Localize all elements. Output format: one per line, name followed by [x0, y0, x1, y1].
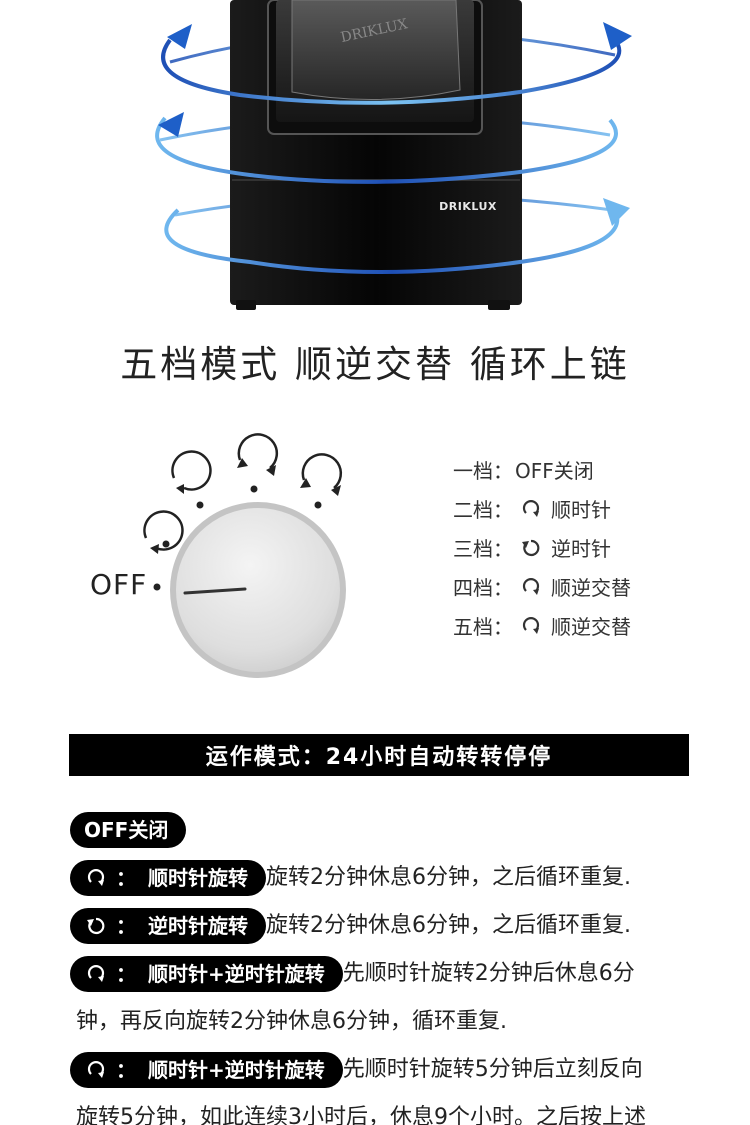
operation-description: 旋转2分钟休息6分钟，之后循环重复.	[266, 865, 631, 890]
mode-row-5: 五档： 顺逆交替	[453, 606, 733, 645]
rotate-icons	[143, 433, 343, 554]
operation-alternate-2: ： 顺时针+逆时针旋转 先顺时针旋转5分钟后立刻反向	[70, 1052, 643, 1088]
mode-dial	[80, 430, 370, 690]
mode-level: 三档：	[453, 537, 513, 561]
dial-off-label: OFF	[90, 568, 148, 601]
operation-counterclockwise: ： 逆时针旋转 旋转2分钟休息6分钟，之后循环重复.	[70, 908, 631, 944]
mode-row-3: 三档： 逆时针	[453, 528, 733, 567]
mode-level: 五档：	[453, 615, 513, 639]
operation-clockwise: ： 顺时针旋转 旋转2分钟休息6分钟，之后循环重复.	[70, 860, 631, 896]
dial-illustration	[143, 433, 346, 678]
dial-knob[interactable]	[176, 508, 340, 672]
mode-row-1: 一档： OFF关闭	[453, 450, 733, 489]
counterclockwise-icon	[84, 916, 108, 936]
clockwise-icon	[517, 616, 545, 636]
pill-label: 顺时针旋转	[148, 866, 248, 890]
pill-label: 顺时针+逆时针旋转	[148, 962, 325, 986]
operation-off: OFF关闭	[70, 812, 187, 848]
pill-label: 逆时针旋转	[148, 914, 248, 938]
front-brand-logo: DRIKLUX	[439, 200, 497, 213]
pill-label: 顺时针+逆时针旋转	[148, 1058, 325, 1082]
operation-description-continued: 旋转5分钟，如此连续3小时后，休息9个小时。之后按上述	[76, 1105, 646, 1125]
operation-description: 先顺时针旋转2分钟后休息6分	[342, 961, 635, 986]
pill-colon: ：	[116, 1058, 136, 1082]
mode-row-4: 四档： 顺逆交替	[453, 567, 733, 606]
mode-row-2: 二档： 顺时针	[453, 489, 733, 528]
product-image: DRIKLUX DRIKLUX	[0, 0, 750, 320]
counterclockwise-icon	[517, 538, 545, 558]
mode-level: 二档：	[453, 498, 513, 522]
headline: 五档模式 顺逆交替 循环上链	[120, 343, 630, 386]
clockwise-icon	[517, 499, 545, 519]
mode-text: OFF关闭	[515, 459, 594, 483]
mode-text: 逆时针	[551, 537, 611, 561]
mode-text: 顺时针	[551, 498, 611, 522]
clockwise-pill: ： 顺时针旋转	[70, 860, 266, 896]
mode-text: 顺逆交替	[551, 615, 631, 639]
dial-pointer	[183, 587, 247, 595]
clockwise-icon	[84, 964, 108, 984]
mode-level: 一档：	[453, 459, 513, 483]
pill-colon: ：	[116, 914, 136, 938]
clockwise-icon	[517, 577, 545, 597]
mode-text: 顺逆交替	[551, 576, 631, 600]
operation-alternate-1: ： 顺时针+逆时针旋转 先顺时针旋转2分钟后休息6分	[70, 956, 635, 992]
mode-list: 一档： OFF关闭 二档： 顺时针 三档： 逆时针 四档： 顺逆交替 五档： 顺…	[453, 450, 733, 645]
operation-mode-banner: 运作模式：24小时自动转转停停	[69, 734, 689, 776]
operation-description: 先顺时针旋转5分钟后立刻反向	[342, 1057, 643, 1082]
mode-level: 四档：	[453, 576, 513, 600]
alternate-pill: ： 顺时针+逆时针旋转	[70, 956, 343, 992]
alternate-pill: ： 顺时针+逆时针旋转	[70, 1052, 343, 1088]
watch-winder-illustration: DRIKLUX DRIKLUX	[155, 0, 632, 310]
pill-label: OFF关闭	[84, 818, 169, 842]
pill-colon: ：	[116, 866, 136, 890]
clockwise-icon	[84, 868, 108, 888]
clockwise-icon	[84, 1060, 108, 1080]
operation-description-continued: 钟，再反向旋转2分钟休息6分钟，循环重复.	[76, 1009, 507, 1034]
operation-description: 旋转2分钟休息6分钟，之后循环重复.	[266, 913, 631, 938]
counterclockwise-pill: ： 逆时针旋转	[70, 908, 266, 944]
rotation-arrow-icon	[158, 22, 632, 226]
pill-colon: ：	[116, 962, 136, 986]
off-pill: OFF关闭	[70, 812, 187, 848]
